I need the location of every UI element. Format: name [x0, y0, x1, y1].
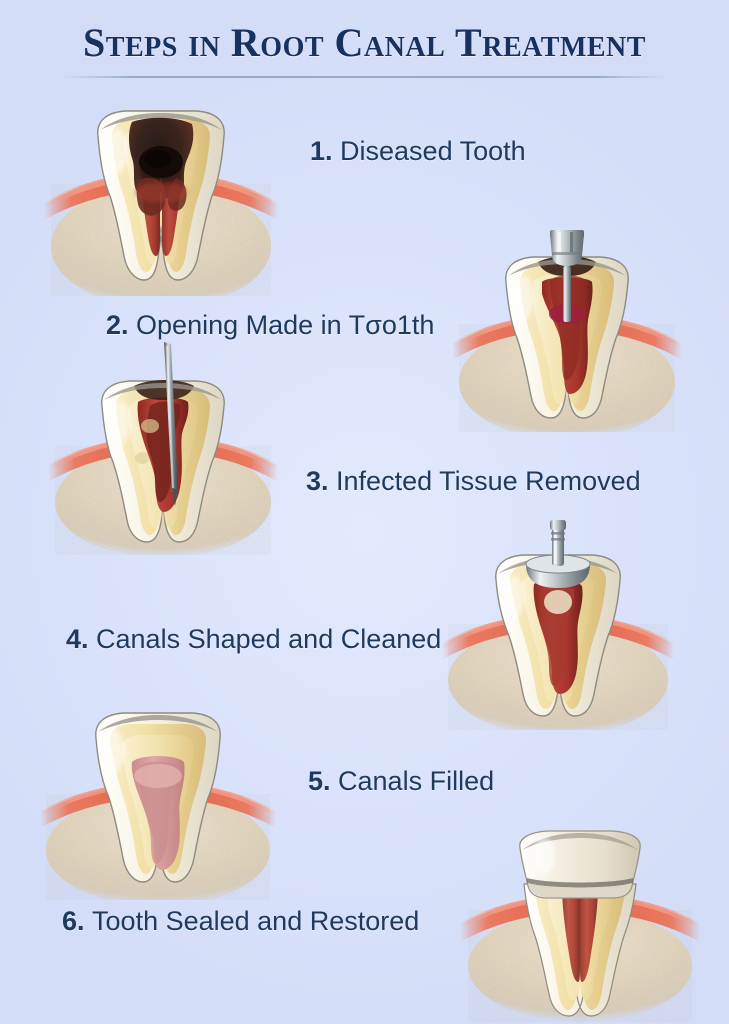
endodontic-file-instrument	[164, 342, 178, 506]
gum-layer	[48, 436, 278, 482]
tooth-body	[505, 256, 629, 419]
bur-drill-instrument	[550, 230, 584, 322]
shaping-tool-instrument	[525, 520, 591, 588]
step-label-3: 3. Infected Tissue Removed	[306, 466, 641, 497]
step-number-4: 4.	[66, 624, 97, 654]
tooth-body	[495, 554, 621, 717]
title-divider	[64, 76, 665, 78]
title-area: Steps in Root Canal Treatment	[0, 22, 729, 64]
figure-tooth-filled	[30, 700, 286, 900]
figure-tooth-with-shaping-tool	[430, 518, 686, 730]
step-text-5: Canals Filled	[338, 766, 495, 796]
tooth-root-body	[523, 883, 637, 1017]
step-text-3: Infected Tissue Removed	[336, 466, 641, 496]
gum-layer	[442, 614, 674, 660]
step-label-5: 5. Canals Filled	[308, 766, 494, 797]
step-number-2: 2.	[106, 310, 137, 340]
step-label-4: 4. Canals Shaped and Cleaned	[66, 624, 441, 655]
step-number-6: 6.	[62, 906, 93, 936]
figure-diseased-tooth	[36, 96, 286, 296]
figure-tooth-with-bur-drill	[442, 222, 692, 432]
page-title: Steps in Root Canal Treatment	[83, 20, 646, 65]
gum-layer	[452, 314, 682, 360]
step-label-2: 2. Opening Made in Tσo1th	[106, 310, 434, 341]
gum-layer	[460, 894, 700, 942]
step-text-6: Tooth Sealed and Restored	[92, 906, 420, 936]
figure-tooth-with-crown	[452, 826, 708, 1024]
step-label-6: 6. Tooth Sealed and Restored	[62, 906, 419, 937]
step-number-3: 3.	[306, 466, 337, 496]
step-number-1: 1.	[310, 136, 341, 166]
step-number-5: 5.	[308, 766, 339, 796]
step-text-2: Opening Made in Tσo1th	[136, 310, 435, 340]
gum-layer	[44, 172, 278, 220]
dental-crown	[519, 830, 641, 899]
decay-layer	[129, 117, 194, 216]
step-text-4: Canals Shaped and Cleaned	[96, 624, 442, 654]
step-text-1: Diseased Tooth	[340, 136, 526, 166]
gum-layer	[40, 782, 276, 828]
tooth-body	[95, 712, 221, 883]
step-label-1: 1. Diseased Tooth	[310, 136, 526, 167]
figure-tooth-with-endodontic-file	[38, 340, 288, 555]
